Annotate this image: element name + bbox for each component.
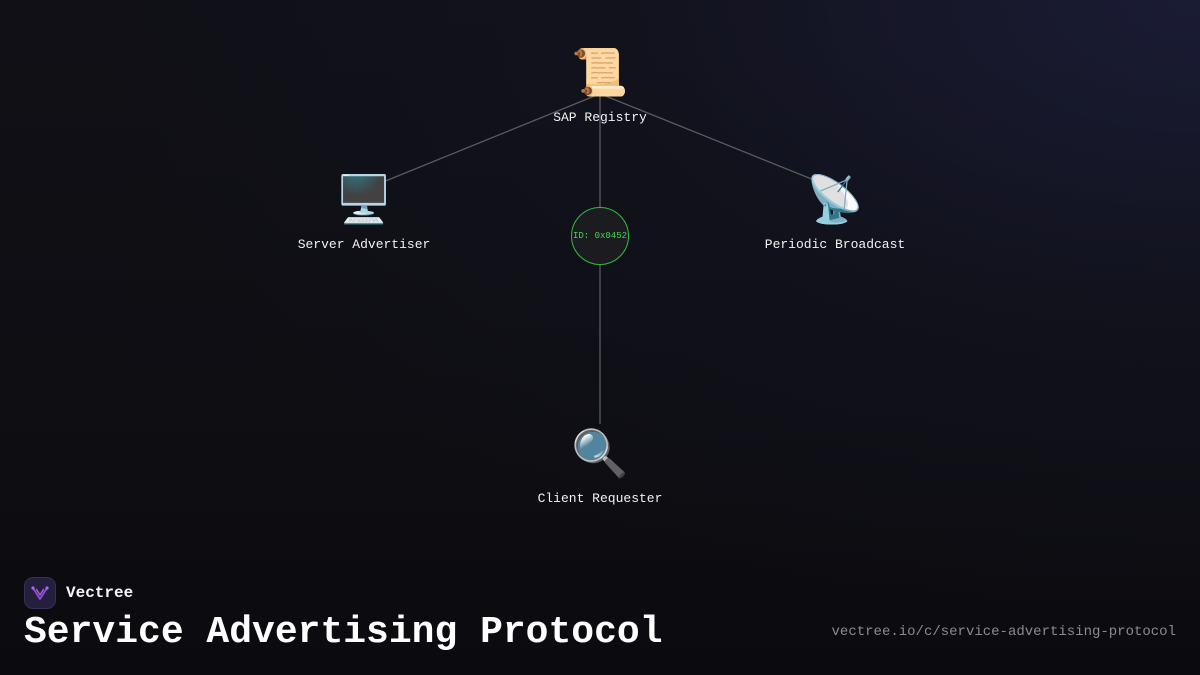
- node-periodic-broadcast: 📡 Periodic Broadcast: [725, 171, 945, 252]
- brand: Vectree: [24, 577, 133, 609]
- node-client-requester: 🔍 Client Requester: [490, 425, 710, 506]
- desktop-computer-icon: 🖥️: [335, 172, 393, 226]
- satellite-antenna-icon: 📡: [806, 172, 864, 226]
- source-url[interactable]: vectree.io/c/service-advertising-protoco…: [831, 624, 1176, 640]
- scroll-icon: 📜: [571, 45, 629, 99]
- link-registry-broadcast: [602, 94, 825, 185]
- node-label: SAP Registry: [553, 110, 647, 125]
- service-id-text: ID: 0x0452: [572, 231, 627, 241]
- node-label: Periodic Broadcast: [764, 237, 906, 252]
- node-label: Client Requester: [537, 491, 663, 506]
- link-registry-server: [382, 94, 598, 183]
- node-server-advertiser: 🖥️ Server Advertiser: [254, 171, 474, 252]
- node-label: Server Advertiser: [297, 237, 431, 252]
- vectree-logo-icon: [24, 577, 56, 609]
- magnifying-glass-icon: 🔍: [571, 426, 629, 480]
- service-id-badge: ID: 0x0452: [571, 207, 629, 265]
- brand-name: Vectree: [66, 584, 134, 602]
- page-title: Service Advertising Protocol: [24, 611, 663, 654]
- node-sap-registry: 📜 SAP Registry: [490, 44, 710, 125]
